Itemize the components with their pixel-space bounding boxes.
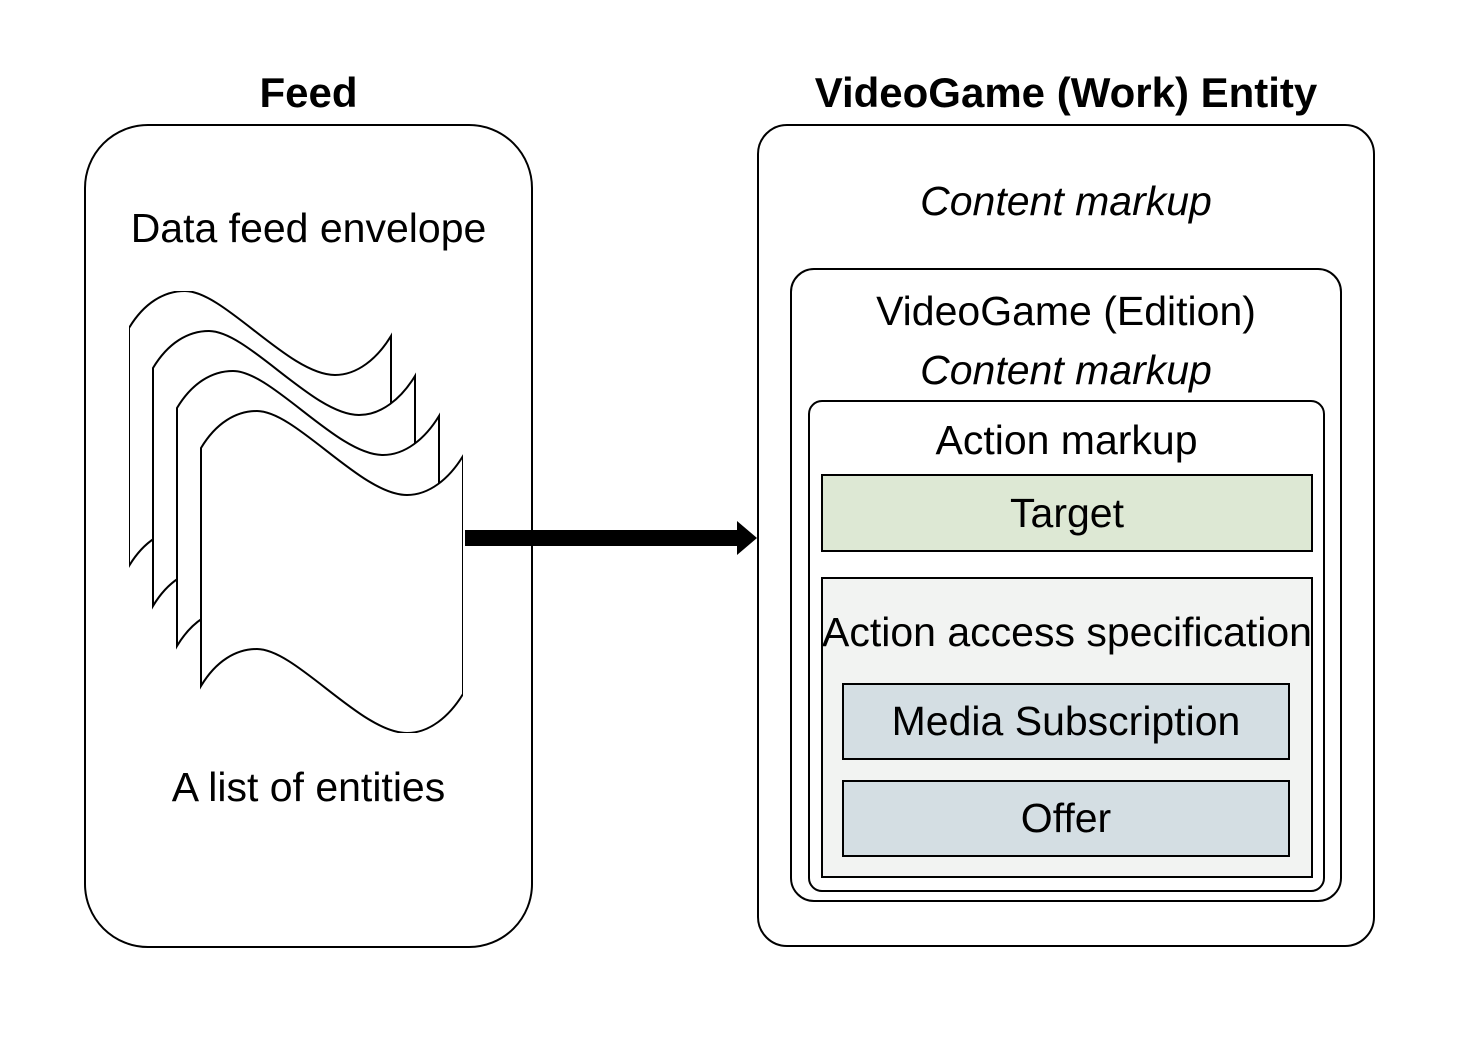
offer-box: Offer: [842, 780, 1290, 857]
action-access-spec-title: Action access specification: [822, 609, 1312, 655]
edition-content-markup-label: Content markup: [920, 347, 1212, 393]
flow-arrow-icon: [465, 521, 757, 555]
feed-envelope-label: Data feed envelope: [130, 205, 487, 251]
media-subscription-box: Media Subscription: [842, 683, 1290, 760]
document-stack-icon: [129, 291, 463, 733]
work-content-markup-label: Content markup: [920, 178, 1212, 224]
edition-title: VideoGame (Edition): [876, 288, 1256, 334]
feed-list-label: A list of entities: [171, 764, 446, 810]
feed-title: Feed: [259, 69, 358, 116]
work-entity-title: VideoGame (Work) Entity: [814, 69, 1318, 116]
action-markup-title: Action markup: [935, 417, 1198, 463]
target-box: Target: [821, 474, 1313, 552]
